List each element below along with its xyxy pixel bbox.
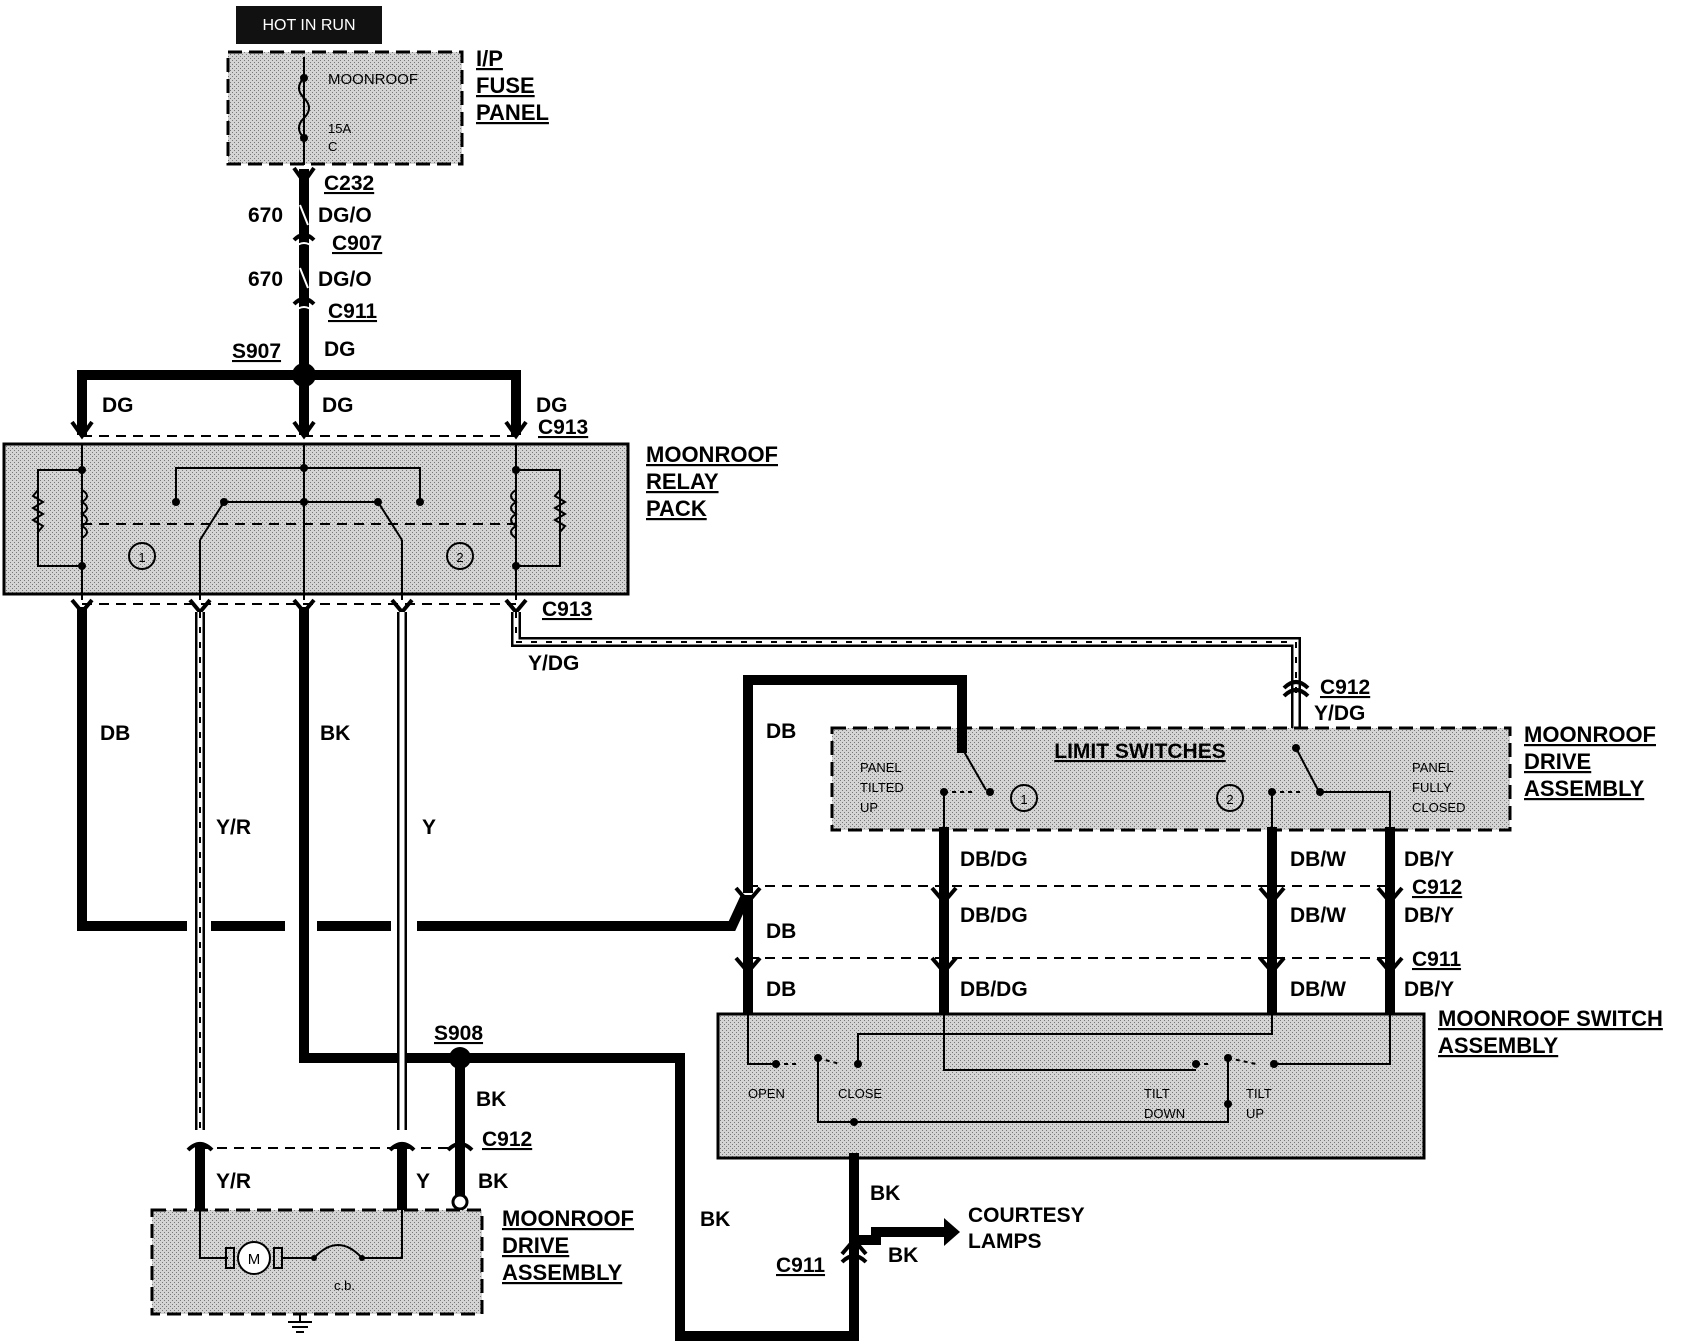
wire-db-left: DB [100, 722, 130, 745]
svg-text:CLOSED: CLOSED [1412, 800, 1465, 815]
motor-symbol: M [248, 1251, 261, 1268]
fuse-panel-title-1: I/P [476, 46, 503, 71]
connector-c911-top: C911 [328, 300, 377, 323]
svg-text:1: 1 [1020, 792, 1027, 807]
drive-assembly-upper-title-2: DRIVE [1524, 749, 1591, 774]
wire-ydg-run: Y/DG C912 Y/DG [511, 612, 1370, 740]
connector-c232: C232 [324, 172, 374, 195]
wire-ydg-a: Y/DG [528, 652, 579, 675]
moonroof-drive-assembly-lower: M c.b. MOONROOF DRIVE ASSEMBLY [150, 1206, 634, 1333]
wire-dgo-b: DG/O [318, 268, 372, 291]
switch-open: OPEN [748, 1086, 785, 1101]
feed-wire-670: C232 670 DG/O C907 670 DG/O C911 S907 DG [232, 166, 382, 380]
switch-assembly-title-2: ASSEMBLY [1438, 1033, 1559, 1058]
fuse-panel-title-3: PANEL [476, 100, 549, 125]
splice-s907-distribution: DG DG DG C913 [70, 363, 588, 440]
limit-switches-drive-assembly: LIMIT SWITCHES PANEL TILTED UP PANEL FUL… [830, 722, 1656, 832]
wire-bk-ground-run: BK [700, 1208, 730, 1231]
svg-text:HOT IN RUN: HOT IN RUN [262, 17, 355, 34]
connector-c911-mid: C911 [1412, 948, 1461, 971]
wire-bk-left: BK [320, 722, 350, 745]
connector-c912-mid: C912 [1412, 876, 1462, 899]
wire-y-left: Y [422, 816, 436, 839]
wire-dg-main: DG [324, 338, 356, 361]
relay-pack-title-3: PACK [646, 496, 707, 521]
wire-dgo-a: DG/O [318, 204, 372, 227]
wire-dby-a: DB/Y [1404, 848, 1454, 871]
switch-close: CLOSE [838, 1086, 882, 1101]
courtesy-lamps-1: COURTESY [968, 1204, 1085, 1227]
splice-s907: S907 [232, 340, 281, 363]
wire-bk-c912: BK [478, 1170, 508, 1193]
relay-pack-title-2: RELAY [646, 469, 719, 494]
connector-c907: C907 [332, 232, 382, 255]
wire-dbdg-a: DB/DG [960, 848, 1028, 871]
wire-dbw-c: DB/W [1290, 978, 1346, 1001]
svg-text:1: 1 [138, 550, 145, 565]
fuse-rating: 15A [328, 121, 351, 136]
fuse-name: MOONROOF [328, 71, 418, 88]
fuse-pin: C [328, 139, 337, 154]
wire-dbw-b: DB/W [1290, 904, 1346, 927]
connector-c912-bottom-row: C912 Y/R Y BK [186, 1128, 532, 1215]
circuit-670-a: 670 [248, 204, 283, 227]
wire-yr-bottom: Y/R [216, 1170, 251, 1193]
circuit-670-b: 670 [248, 268, 283, 291]
svg-text:TILTED: TILTED [860, 780, 904, 795]
wire-dbw-a: DB/W [1290, 848, 1346, 871]
wire-dby-c: DB/Y [1404, 978, 1454, 1001]
wire-dg-left: DG [102, 394, 134, 417]
wire-db-mid: DB [766, 920, 796, 943]
svg-text:PANEL: PANEL [860, 760, 902, 775]
drive-assembly-upper-title-1: MOONROOF [1524, 722, 1656, 747]
connector-c913-bottom: C913 [542, 598, 592, 621]
switch-tilt-up-2: UP [1246, 1106, 1264, 1121]
svg-text:FULLY: FULLY [1412, 780, 1452, 795]
svg-text:UP: UP [860, 800, 878, 815]
ip-fuse-panel: MOONROOF 15A C I/P FUSE PANEL [226, 46, 549, 166]
wire-y-bottom: Y [416, 1170, 430, 1193]
switch-tilt-down-2: DOWN [1144, 1106, 1185, 1121]
wire-db-right-loop: DB [743, 675, 967, 893]
connector-c913-top: C913 [538, 416, 588, 439]
wire-bk-s908: BK [476, 1088, 506, 1111]
svg-text:PANEL: PANEL [1412, 760, 1454, 775]
switch-tilt-up-1: TILT [1246, 1086, 1272, 1101]
courtesy-lamps-2: LAMPS [968, 1230, 1042, 1253]
drive-assembly-lower-title-3: ASSEMBLY [502, 1260, 623, 1285]
wire-dbdg-c: DB/DG [960, 978, 1028, 1001]
connector-c912-bottom: C912 [482, 1128, 532, 1151]
wire-dby-b: DB/Y [1404, 904, 1454, 927]
wire-bk-courtesy: BK [888, 1244, 918, 1267]
relay-pack-title-1: MOONROOF [646, 442, 778, 467]
limit-switches-title: LIMIT SWITCHES [1054, 740, 1226, 763]
drive-assembly-lower-title-2: DRIVE [502, 1233, 569, 1258]
wire-dg-right: DG [536, 394, 568, 417]
connector-c911-bottom: C911 [776, 1254, 825, 1277]
wire-dbdg-b: DB/DG [960, 904, 1028, 927]
wire-dg-center: DG [322, 394, 354, 417]
moonroof-relay-pack: 1 2 MOONROOF RELAY PACK [2, 442, 778, 600]
left-wires: DB Y/R BK Y [77, 607, 751, 1130]
wire-db-bottom: DB [766, 978, 796, 1001]
connector-c913-bottom-row: C913 [70, 598, 592, 621]
circuit-breaker: c.b. [334, 1278, 355, 1293]
wire-yr-left: Y/R [216, 816, 251, 839]
switch-tilt-down-1: TILT [1144, 1086, 1170, 1101]
splice-s908: S908 [434, 1022, 483, 1045]
switch-assembly-title-1: MOONROOF SWITCH [1438, 1006, 1663, 1031]
moonroof-switch-assembly: OPEN CLOSE TILT DOWN TILT UP MOONROOF SW… [716, 1006, 1663, 1160]
wire-db-top: DB [766, 720, 796, 743]
svg-text:2: 2 [1226, 792, 1233, 807]
svg-text:2: 2 [456, 550, 463, 565]
drive-assembly-upper-title-3: ASSEMBLY [1524, 776, 1645, 801]
drive-assembly-lower-title-1: MOONROOF [502, 1206, 634, 1231]
wire-ydg-b: Y/DG [1314, 702, 1365, 725]
wire-bk-vertical: BK [870, 1182, 900, 1205]
wire-bundle-vertical: DB/DG DB/W DB/Y C912 DB DB/DG DB/W DB/Y … [734, 827, 1462, 1019]
fuse-panel-title-2: FUSE [476, 73, 535, 98]
hot-in-run-badge: HOT IN RUN [236, 6, 382, 44]
connector-c912-right: C912 [1320, 676, 1370, 699]
